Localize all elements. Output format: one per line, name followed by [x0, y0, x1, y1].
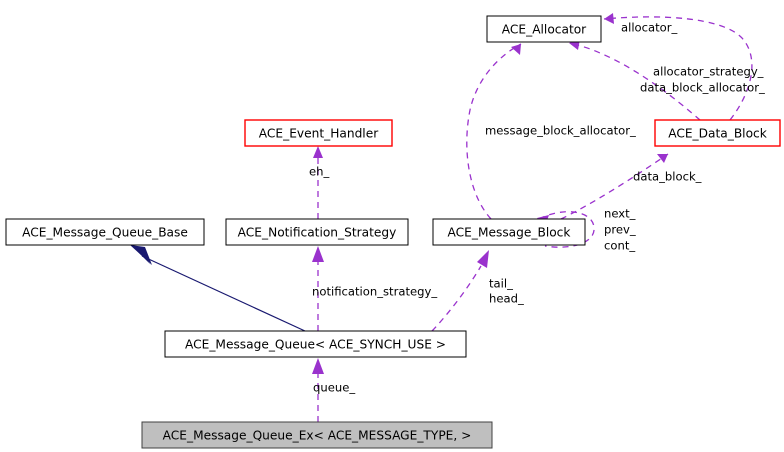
node-box-ace-allocator[interactable]	[486, 15, 602, 43]
edge-label-message-block-allocator: message_block_allocator_	[485, 124, 636, 138]
node-ace-event-handler[interactable]: ACE_Event_Handler	[244, 119, 393, 147]
node-label-ace-data-block: ACE_Data_Block	[668, 127, 768, 141]
edge-label-group: allocator_ allocator_strategy_ data_bloc…	[309, 21, 765, 395]
edge-allocator-strategy	[568, 42, 701, 121]
node-ace-notification-strategy[interactable]: ACE_Notification_Strategy	[225, 218, 409, 246]
edge-group-usage	[312, 13, 753, 422]
arrow-allocator	[604, 13, 614, 24]
arrow-data-block	[657, 154, 668, 163]
edge-data-block	[560, 153, 669, 220]
edge-label-tail: tail_	[489, 277, 513, 291]
edge-tail-head	[431, 265, 482, 332]
arrow-queue	[312, 358, 324, 374]
node-ace-message-queue-synch[interactable]: ACE_Message_Queue< ACE_SYNCH_USE >	[164, 330, 467, 358]
node-box-ace-message-queue-synch[interactable]	[164, 330, 467, 358]
node-ace-data-block[interactable]: ACE_Data_Block	[654, 119, 781, 147]
node-box-ace-message-queue-base[interactable]	[5, 218, 205, 246]
edge-label-cont: cont_	[604, 239, 635, 253]
edge-self-next-prev-cont	[538, 211, 595, 248]
node-box-ace-event-handler[interactable]	[244, 119, 393, 147]
node-label-ace-message-queue-base: ACE_Message_Queue_Base	[22, 226, 188, 240]
edge-label-data-block: data_block_	[633, 170, 702, 184]
node-label-ace-message-queue-synch: ACE_Message_Queue< ACE_SYNCH_USE >	[185, 338, 446, 352]
node-label-ace-message-queue-ex: ACE_Message_Queue_Ex< ACE_MESSAGE_TYPE, …	[163, 429, 472, 443]
node-box-ace-message-queue-ex[interactable]	[141, 421, 493, 449]
arrow-eh	[313, 146, 323, 158]
node-ace-message-queue-base[interactable]: ACE_Message_Queue_Base	[5, 218, 205, 246]
edge-inheritance-queue-base	[141, 255, 306, 332]
node-ace-message-queue-ex[interactable]: ACE_Message_Queue_Ex< ACE_MESSAGE_TYPE, …	[141, 421, 493, 449]
edge-label-prev: prev_	[604, 223, 636, 237]
edge-label-eh: eh_	[309, 165, 329, 179]
node-ace-allocator[interactable]: ACE_Allocator	[486, 15, 602, 43]
node-box-ace-data-block[interactable]	[654, 119, 781, 147]
node-label-ace-message-block: ACE_Message_Block	[448, 226, 572, 240]
node-label-ace-event-handler: ACE_Event_Handler	[259, 127, 379, 141]
arrow-head-inheritance-queue-base	[130, 245, 152, 265]
edge-allocator	[603, 16, 753, 121]
edge-message-block-allocator	[466, 43, 522, 220]
edge-group-inheritance	[130, 245, 306, 332]
edge-label-notification-strategy: notification_strategy_	[312, 285, 437, 299]
arrow-message-block-allocator	[511, 44, 521, 55]
edge-label-head: head_	[489, 292, 524, 306]
arrow-notification-strategy	[312, 246, 324, 262]
node-label-ace-notification-strategy: ACE_Notification_Strategy	[238, 226, 397, 240]
edge-label-data-block-allocator: data_block_allocator_	[640, 81, 765, 95]
edge-label-allocator-strategy: allocator_strategy_	[653, 65, 764, 79]
arrow-tail-head	[477, 250, 489, 268]
node-ace-message-block[interactable]: ACE_Message_Block	[432, 218, 586, 246]
edge-label-next: next_	[604, 207, 636, 221]
node-box-ace-message-block[interactable]	[432, 218, 586, 246]
node-label-ace-allocator: ACE_Allocator	[502, 23, 587, 37]
node-box-ace-notification-strategy[interactable]	[225, 218, 409, 246]
edge-label-allocator: allocator_	[621, 21, 678, 35]
edge-label-queue: queue_	[313, 381, 355, 395]
